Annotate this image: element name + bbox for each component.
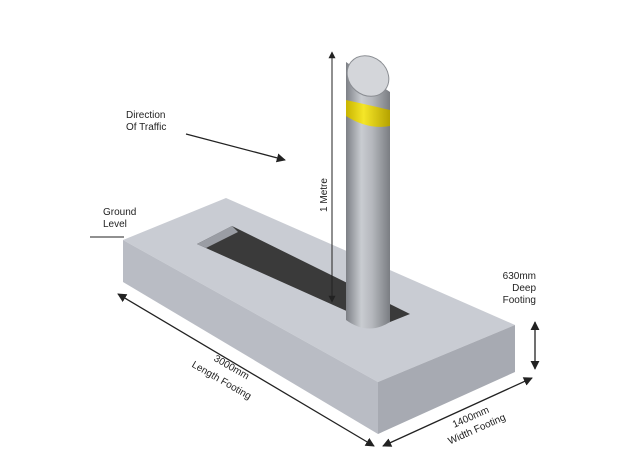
reflective-band [346,100,390,127]
ground-level-line1: Ground [103,207,137,218]
length-dimension-arrow [117,293,375,447]
ground-level-line2: Level [103,219,127,230]
ground-level-label: Ground Level [103,207,136,231]
depth-label: 630mm Deep Footing [486,271,536,307]
width-dimension-arrow [382,377,533,447]
depth-label-line3: Footing [502,295,536,306]
depth-label-line2: Deep [512,283,536,294]
direction-label-line1: Direction [126,110,166,121]
bollard-body [346,62,390,329]
bollard [346,55,390,329]
depth-label-line1: 630mm [502,271,536,282]
direction-label: Direction Of Traffic [126,110,166,134]
direction-of-traffic-arrow [185,133,286,163]
height-label: 1 Metre [319,178,330,212]
direction-label-line2: Of Traffic [126,122,167,133]
bollard-top-cap [346,55,390,97]
footing-slot-inner-wall [197,226,238,248]
concrete-footing [123,198,515,434]
